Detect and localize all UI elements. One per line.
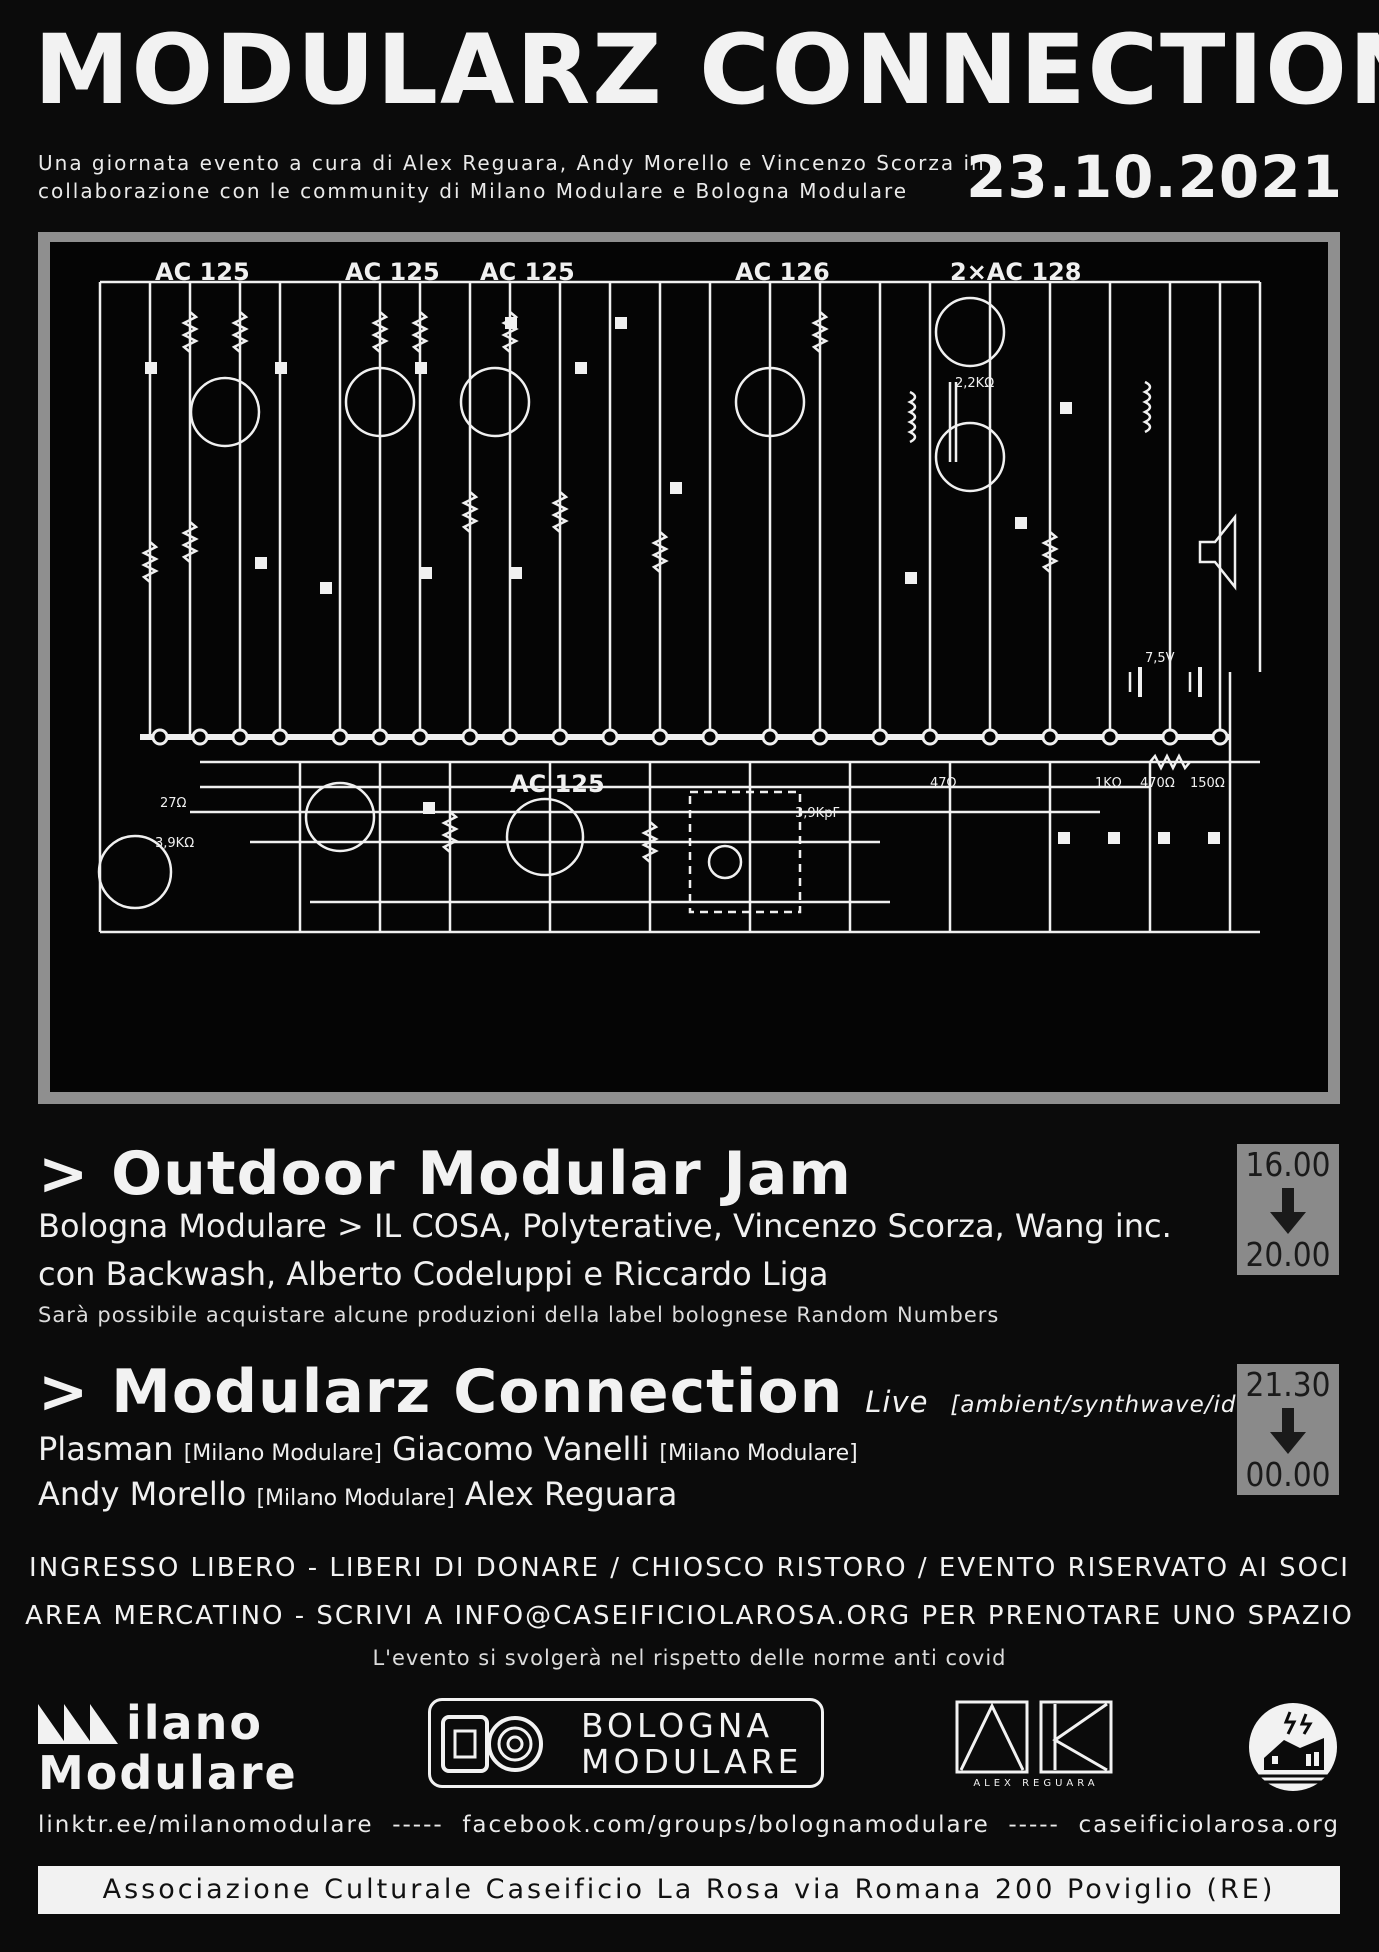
event-2-title: > Modularz Connection (38, 1357, 844, 1427)
links-row: linktr.ee/milanomodulare ----- facebook.… (38, 1812, 1340, 1838)
event-2-title-row: > Modularz Connection Live [ambient/synt… (38, 1362, 1270, 1422)
component-label: 47Ω (930, 776, 957, 791)
component-label: 1KΩ (1095, 776, 1122, 791)
event-2-time-start: 21.30 (1245, 1365, 1331, 1404)
event-1-title: > Outdoor Modular Jam (38, 1139, 852, 1209)
caseificio-la-rosa-logo (1246, 1700, 1340, 1794)
caseificio-link[interactable]: caseificiolarosa.org (1078, 1812, 1340, 1838)
transistor-label: AC 126 (735, 258, 830, 286)
arrow-down-icon (1270, 1408, 1306, 1454)
event-1-note: Sarà possibile acquistare alcune produzi… (38, 1303, 1000, 1327)
transistor-label: AC 125 (155, 258, 250, 286)
bologna-modulare-logo: BOLOGNA MODULARE (428, 1698, 824, 1788)
component-label: 3,9KpF (795, 806, 840, 821)
component-label: 27Ω (160, 796, 187, 811)
event-2-genres: [ambient/synthwave/idm] (950, 1392, 1270, 1418)
event-1-time-start: 16.00 (1245, 1145, 1331, 1184)
circuit-schematic: AC 125 AC 125 AC 125 AC 126 2×AC 128 AC … (50, 242, 1328, 1092)
covid-note: L'evento si svolgerà nel rispetto delle … (372, 1646, 1007, 1670)
bologna-logo-text-1: BOLOGNA (581, 1706, 774, 1745)
subtitle-line-2: collaborazione con le community di Milan… (38, 179, 909, 203)
event-2-time-end: 00.00 (1245, 1455, 1331, 1494)
artist-tag: [Milano Modulare] (256, 1486, 455, 1511)
transistor-label: AC 125 (510, 770, 605, 798)
artist-name: Alex Reguara (464, 1475, 678, 1513)
event-1-guests: con Backwash, Alberto Codeluppi e Riccar… (38, 1255, 829, 1293)
alex-reguara-logo: ALEX REGUARA (955, 1700, 1117, 1795)
milano-modulare-mark-icon (38, 1704, 118, 1744)
info-line-2: AREA MERCATINO - SCRIVI A INFO@CASEIFICI… (25, 1601, 1354, 1631)
circuit-schematic-drawing: AC 125 AC 125 AC 125 AC 126 2×AC 128 AC … (97, 258, 1262, 934)
component-label: 7,5V (1145, 651, 1175, 666)
arrow-down-icon (1270, 1188, 1306, 1234)
circuit-schematic-frame: AC 125 AC 125 AC 125 AC 126 2×AC 128 AC … (38, 232, 1340, 1104)
subtitle-line-1: Una giornata evento a cura di Alex Regua… (38, 151, 986, 175)
artist-name: Giacomo Vanelli (392, 1430, 650, 1468)
transistor-label: AC 125 (345, 258, 440, 286)
event-2-time-box: 21.30 00.00 (1237, 1364, 1339, 1495)
event-2-artists-row-1: Plasman [Milano Modulare] Giacomo Vanell… (38, 1433, 858, 1465)
artist-tag: [Milano Modulare] (659, 1441, 858, 1466)
event-2-live: Live (865, 1385, 929, 1419)
milano-modulare-logo: ilano Modulare (38, 1696, 318, 1800)
link-separator: ----- (392, 1812, 444, 1838)
component-label: 2,2KΩ (955, 376, 994, 391)
bologna-modulare-emblem-icon (441, 1715, 543, 1773)
artist-name: Andy Morello (38, 1475, 247, 1513)
artist-name: Plasman (38, 1430, 174, 1468)
milano-logo-text-1: ilano (126, 1696, 263, 1750)
event-2-artists-row-2: Andy Morello [Milano Modulare] Alex Regu… (38, 1478, 677, 1510)
event-1-time-box: 16.00 20.00 (1237, 1144, 1339, 1275)
component-label: 3,9KΩ (155, 836, 194, 851)
bologna-facebook-link[interactable]: facebook.com/groups/bolognamodulare (462, 1812, 990, 1838)
milano-modulare-link[interactable]: linktr.ee/milanomodulare (38, 1812, 374, 1838)
transistor-label: AC 125 (480, 258, 575, 286)
milano-logo-text-2: Modulare (38, 1746, 298, 1800)
transistor-label: 2×AC 128 (950, 258, 1081, 286)
component-label: 470Ω (1140, 776, 1175, 791)
component-label: 150Ω (1190, 776, 1225, 791)
info-line-1: INGRESSO LIBERO - LIBERI DI DONARE / CHI… (29, 1553, 1350, 1583)
poster-title: MODULARZ CONNECTION (34, 14, 1379, 126)
venue-footer: Associazione Culturale Caseificio La Ros… (38, 1866, 1340, 1914)
alex-reguara-caption: ALEX REGUARA (973, 1778, 1099, 1789)
artist-tag: [Milano Modulare] (183, 1441, 382, 1466)
poster-subtitle: Una giornata evento a cura di Alex Regua… (38, 149, 986, 205)
alex-reguara-monogram-icon (955, 1700, 1113, 1774)
bologna-logo-text-2: MODULARE (581, 1742, 803, 1781)
farmhouse-lightning-icon (1249, 1703, 1337, 1791)
event-1-lineup: Bologna Modulare > IL COSA, Polyterative… (38, 1207, 1172, 1245)
link-separator: ----- (1008, 1812, 1060, 1838)
event-1-time-end: 20.00 (1245, 1235, 1331, 1274)
event-date: 23.10.2021 (966, 143, 1343, 211)
